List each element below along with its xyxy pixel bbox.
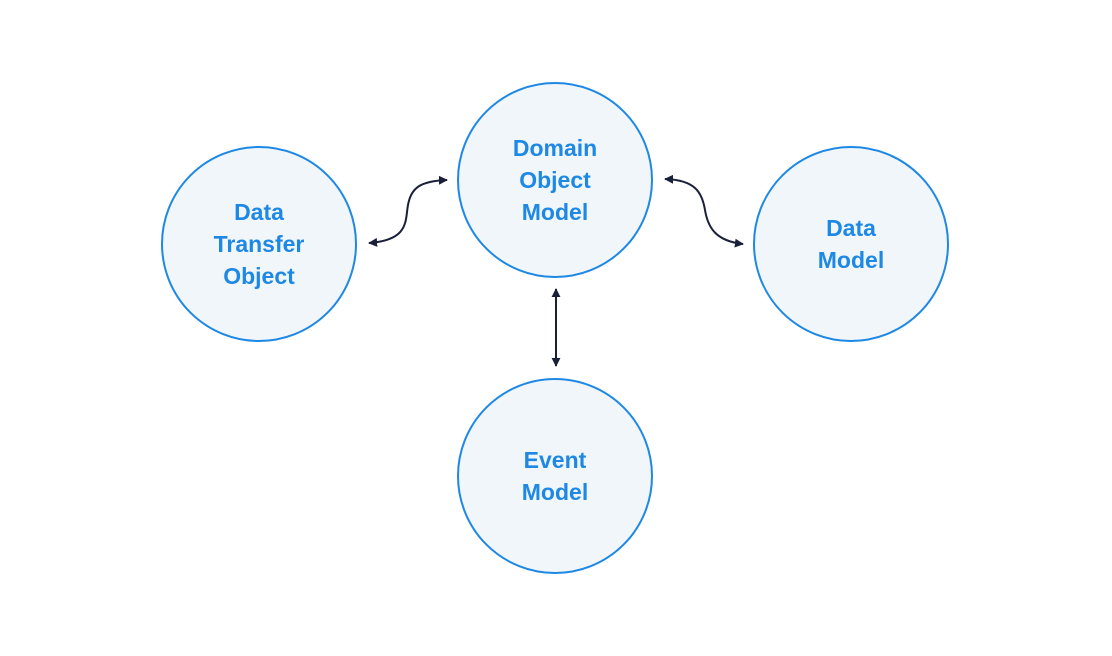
node-data-transfer-object: Data Transfer Object — [161, 146, 357, 342]
node-event-model: Event Model — [457, 378, 653, 574]
node-domain-object-model: Domain Object Model — [457, 82, 653, 278]
node-label: Domain Object Model — [512, 135, 598, 225]
node-label: Data Transfer Object — [213, 199, 305, 289]
node-label: Event Model — [521, 447, 589, 505]
node-data-model: Data Model — [753, 146, 949, 342]
connector-dto-domain — [368, 175, 448, 247]
node-label: Data Model — [817, 215, 885, 273]
connector-domain-data — [664, 174, 744, 248]
